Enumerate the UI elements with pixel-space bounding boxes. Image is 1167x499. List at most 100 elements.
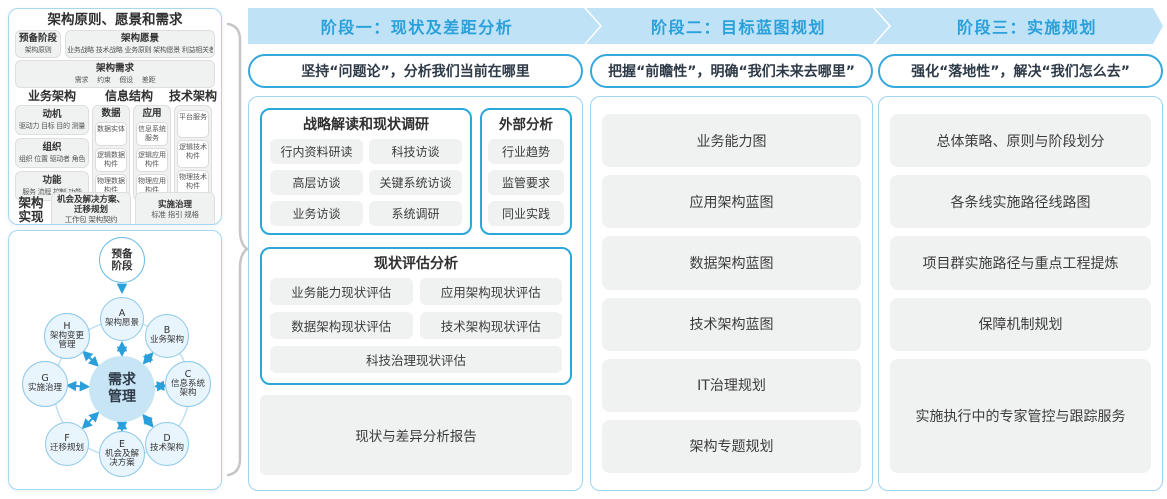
application-column: 应用 信息系统服务 逻辑应用构件 物理应用构件 — [133, 105, 171, 201]
phase-2-subtitle-text: 把握“前瞻性”，明确“我们未来去哪里” — [608, 64, 855, 80]
survey-item: 行内资料研读 — [270, 139, 363, 164]
phase-1-container: 战略解读和现状调研 行内资料研读 科技访谈 高层访谈 关键系统访谈 业务访谈 系… — [248, 96, 583, 491]
brace-path — [226, 22, 248, 477]
assessment-box-title: 现状评估分析 — [374, 256, 458, 272]
architecture-requirement-title: 架构需求 — [95, 63, 134, 74]
adm-node-letter: A — [118, 308, 126, 320]
adm-node-b: B 业务架构 — [145, 314, 189, 358]
deliverable-item: 架构专题规划 — [602, 419, 861, 474]
phase-2-banner: 阶段二：目标蓝图规划 — [586, 8, 889, 44]
deliverable-item: 应用架构蓝图 — [602, 175, 861, 229]
data-column-title: 数据 — [101, 108, 121, 119]
adm-node-h: H 架构变更管理 — [44, 313, 90, 359]
deliverable-item: 数据架构蓝图 — [602, 236, 861, 290]
assessment-item: 技术架构现状评估 — [419, 312, 562, 339]
external-item: 行业趋势 — [488, 139, 564, 164]
center-g-arrow — [65, 380, 91, 392]
application-column-title: 应用 — [142, 108, 162, 119]
survey-item: 系统调研 — [369, 201, 462, 226]
adm-node-letter: E — [118, 438, 125, 450]
adm-node-label: 技术架构 — [149, 443, 184, 454]
assessment-box: 现状评估分析 业务能力现状评估 应用架构现状评估 数据架构现状评估 技术架构现状… — [260, 247, 572, 385]
technology-architecture-header: 技术架构 — [169, 89, 218, 103]
adm-node-label: 架构变更管理 — [49, 330, 84, 350]
organization-box: 组织 组织 位置 驱动者 角色 — [15, 138, 89, 168]
motivation-box: 动机 驱动力 目标 目的 测量 — [15, 105, 89, 135]
adm-cycle-panel: 预备阶段 A 架构愿景 B 业务架构 C 信息系统架构 D 技术架构 E 机会及… — [8, 230, 222, 490]
implementation-governance-sub: 标准 指引 规格 — [151, 210, 199, 219]
survey-item: 关键系统访谈 — [369, 170, 462, 195]
architecture-vision-box: 架构愿景 业务战略 技术战略 业务原则 架构愿景 利益相关者 — [65, 30, 215, 58]
data-column: 数据 数据实体 逻辑数据构件 物理数据构件 — [92, 105, 130, 201]
external-item: 同业实践 — [488, 201, 564, 226]
deliverable-item: 总体策略、原则与阶段划分 — [890, 114, 1151, 168]
adm-node-label: 业务架构 — [149, 335, 184, 346]
architecture-vision-title: 架构愿景 — [120, 33, 159, 44]
implementation-governance-box: 实施治理 标准 指引 规格 — [135, 192, 215, 224]
phase-3-banner-label: 阶段三：实施规划 — [956, 18, 1097, 37]
survey-item: 高层访谈 — [270, 170, 363, 195]
deliverable-item: 技术架构蓝图 — [602, 297, 861, 351]
phase-3-subtitle-text: 强化“落地性”，解决“我们怎么去” — [911, 64, 1130, 80]
phase-1-banner-label: 阶段一：现状及差距分析 — [320, 18, 514, 37]
architecture-requirement-box: 架构需求 需求 约束 假设 差距 — [15, 60, 215, 88]
assessment-item: 应用架构现状评估 — [419, 278, 562, 305]
organization-sub: 组织 位置 驱动者 角色 — [18, 155, 86, 163]
adm-prep-label: 预备阶段 — [111, 248, 133, 272]
adm-node-c: C 信息系统架构 — [165, 361, 211, 407]
deliverable-item: 各条线实施路径线路图 — [890, 175, 1151, 229]
function-title: 功能 — [42, 175, 62, 186]
deliverable-item: 业务能力图 — [602, 114, 861, 168]
brace-connector — [226, 22, 248, 477]
technology-item: 逻辑技术构件 — [177, 140, 209, 168]
adm-node-letter: B — [163, 325, 171, 337]
adm-node-d: D 技术架构 — [145, 422, 189, 466]
adm-node-label: 迁移规划 — [49, 443, 84, 454]
prep-phase-title: 预备阶段 — [18, 33, 57, 44]
architecture-content-panel: 架构原则、愿景和需求 预备阶段 架构原则 架构愿景 业务战略 技术战略 业务原则… — [8, 8, 222, 225]
application-item: 逻辑应用构件 — [136, 148, 168, 172]
adm-node-label: 架构愿景 — [104, 318, 139, 329]
center-h-arrow — [82, 350, 99, 367]
phase-1-subtitle-text: 坚持“问题论”，分析我们当前在哪里 — [301, 64, 530, 80]
center-d-arrow — [142, 413, 154, 428]
external-analysis-box: 外部分析 行业趋势 监管要求 同业实践 — [480, 108, 572, 235]
adm-node-label: 机会及解决方案 — [105, 448, 140, 468]
adm-node-letter: H — [63, 320, 71, 332]
center-f-arrow — [81, 411, 100, 430]
assessment-item: 科技治理现状评估 — [270, 346, 562, 373]
adm-node-a: A 架构愿景 — [100, 297, 144, 341]
phase-2-banner-label: 阶段二：目标蓝图规划 — [650, 18, 826, 37]
external-analysis-title: 外部分析 — [499, 117, 553, 133]
adm-node-letter: C — [184, 368, 192, 380]
deliverable-item: IT治理规划 — [602, 358, 861, 412]
phase-2-container: 业务能力图 应用架构蓝图 数据架构蓝图 技术架构蓝图 IT治理规划 架构专题规划 — [590, 96, 873, 491]
prep-phase-box: 预备阶段 架构原则 — [15, 30, 61, 58]
survey-item: 科技访谈 — [369, 139, 462, 164]
architecture-vision-sub: 业务战略 技术战略 业务原则 架构愿景 利益相关者 — [67, 46, 213, 54]
prep-phase-sub: 架构原则 — [24, 46, 52, 54]
implementation-governance-title: 实施治理 — [157, 200, 192, 210]
phase-1-banner: 阶段一：现状及差距分析 — [248, 8, 600, 44]
adm-node-e: E 机会及解决方案 — [99, 431, 145, 477]
prep-vision-row: 预备阶段 架构原则 架构愿景 业务战略 技术战略 业务原则 架构愿景 利益相关者 — [15, 30, 215, 58]
survey-grid: 行内资料研读 科技访谈 高层访谈 关键系统访谈 业务访谈 系统调研 — [270, 139, 462, 226]
implementation-label: 架构实现 — [18, 195, 44, 224]
architecture-requirement-sub: 需求 约束 假设 差距 — [74, 76, 156, 84]
phase-2-subtitle: 把握“前瞻性”，明确“我们未来去哪里” — [590, 54, 873, 88]
deliverable-item: 实施执行中的专家管控与跟踪服务 — [890, 358, 1151, 473]
adm-node-letter: D — [163, 433, 171, 445]
requirement-row: 架构需求 需求 约束 假设 差距 — [15, 60, 215, 88]
adm-node-g: G 实施治理 — [22, 361, 68, 407]
assessment-grid: 业务能力现状评估 应用架构现状评估 数据架构现状评估 技术架构现状评估 科技治理… — [270, 278, 562, 373]
survey-item: 业务访谈 — [270, 201, 363, 226]
adm-center-label: 需求管理 — [108, 372, 136, 405]
center-b-arrow — [142, 351, 154, 365]
adm-node-letter: G — [41, 373, 49, 385]
data-item: 数据实体 — [95, 122, 127, 146]
motivation-sub: 驱动力 目标 目的 测量 — [18, 122, 86, 130]
phase-3-container: 总体策略、原则与阶段划分 各条线实施路径线路图 项目群实施路径与重点工程提炼 保… — [878, 96, 1163, 491]
panel-title: 架构原则、愿景和需求 — [47, 12, 183, 28]
adm-node-letter: F — [64, 433, 70, 445]
adm-prep-circle: 预备阶段 — [99, 237, 145, 283]
